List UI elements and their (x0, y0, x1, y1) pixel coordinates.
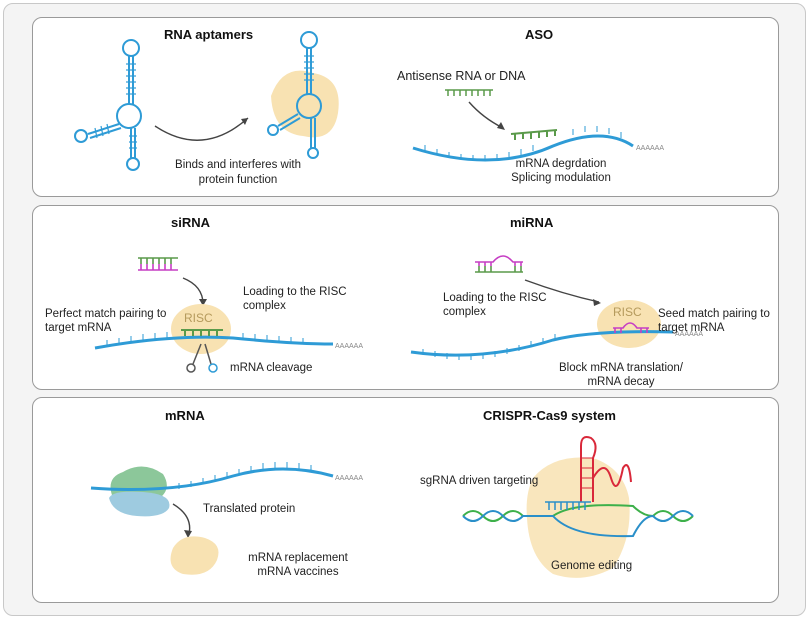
sgrna-label: sgRNA driven targeting (420, 475, 539, 487)
mrna-strand-icon (90, 467, 334, 491)
arrowhead-icon (184, 530, 192, 538)
scissors-icon (186, 343, 218, 373)
panel-mrna-crispr-graphics (90, 436, 694, 578)
polya-tail: AAAAAA (335, 475, 364, 482)
sirna-pairing-line1: Perfect match pairing to (45, 308, 167, 320)
aptamers-caption-line2: protein function (198, 174, 278, 186)
sirna-loading-line1: Loading to the RISC (243, 286, 347, 298)
arrowhead-icon (497, 122, 505, 130)
mrna-strand-icon (410, 330, 674, 357)
mrna-bases-icon (178, 462, 312, 489)
mrna-strand-icon (412, 134, 634, 162)
mirna-loading-line2: complex (443, 306, 486, 318)
panel-sirna-mirna-graphics (94, 255, 674, 373)
translated-protein-label: Translated protein (203, 503, 296, 515)
mirna-loading-line1: Loading to the RISC (443, 292, 547, 304)
sirna-duplex-icon (138, 257, 178, 271)
aso-caption-line1: mRNA degrdation (515, 158, 607, 170)
sirna-risc-label: RISC (184, 311, 213, 325)
mrna-bases-icon (422, 334, 556, 360)
mirna-pairing-line1: Seed match pairing to (658, 308, 770, 320)
sgrna-target-pairing-icon (545, 501, 591, 510)
mirna-duplex-icon (475, 255, 523, 273)
panel-sirna-mirna: siRNA Loading to the RISC complex Perfec… (32, 205, 779, 390)
polya-tail: AAAAAA (675, 331, 704, 338)
mrna-strand-icon (94, 335, 334, 350)
sirna-cleavage-label: mRNA cleavage (230, 362, 313, 374)
panel-aptamers-aso-graphics (74, 31, 634, 171)
crispr-title: CRISPR-Cas9 system (483, 408, 616, 423)
rna-aptamer-bound-icon (267, 31, 322, 159)
sirna-guide-icon (181, 329, 223, 336)
translated-protein-icon (170, 536, 219, 575)
mirna-title: miRNA (510, 215, 554, 230)
mrna-title: mRNA (165, 408, 205, 423)
aso-caption-line2: Splicing modulation (511, 172, 611, 184)
mrna-uses-line2: mRNA vaccines (257, 566, 339, 578)
mirna-bound-icon (613, 322, 649, 333)
sirna-title: siRNA (171, 215, 211, 230)
aptamers-title: RNA aptamers (164, 27, 254, 42)
protein-icon (271, 70, 339, 138)
genome-editing-label: Genome editing (551, 560, 633, 572)
arrow-icon (172, 503, 191, 535)
mrna-bases-icon (106, 332, 304, 346)
cas9-protein-icon (526, 457, 630, 578)
mirna-caption-line2: mRNA decay (587, 376, 655, 388)
polya-tail: AAAAAA (335, 343, 364, 350)
aptamers-caption-line1: Binds and interferes with (175, 159, 301, 171)
arrow-icon (524, 279, 600, 303)
aso-title: ASO (525, 27, 554, 42)
rna-aptamer-icon (74, 39, 142, 171)
mrna-bases-icon (424, 126, 622, 161)
panel-mrna-crispr: mRNA AAAAAA Translated protein mRNA repl… (32, 397, 779, 603)
mirna-pairing-line2: target mRNA (658, 322, 725, 334)
mirna-caption-line1: Block mRNA translation/ (559, 362, 683, 374)
sgrna-icon (580, 436, 632, 502)
polya-tail: AAAAAA (636, 145, 665, 152)
arrow-icon (154, 117, 249, 141)
risc-complex-icon (597, 300, 661, 348)
aso-strand-label: Antisense RNA or DNA (397, 69, 526, 83)
aso-bound-icon (510, 129, 558, 140)
sirna-pairing-line2: target mRNA (45, 322, 112, 334)
mrna-uses-line1: mRNA replacement (248, 552, 348, 564)
arrowhead-icon (241, 118, 248, 125)
panel-aptamers-aso: RNA aptamers Binds and interferes with p… (32, 17, 779, 197)
mirna-risc-label: RISC (613, 305, 642, 319)
arrowhead-icon (593, 299, 601, 306)
aso-strand-icon (445, 89, 493, 96)
ribosome-small-subunit-icon (109, 491, 170, 517)
arrowhead-icon (199, 299, 207, 306)
sirna-loading-line2: complex (243, 300, 286, 312)
arrow-icon (468, 101, 504, 129)
